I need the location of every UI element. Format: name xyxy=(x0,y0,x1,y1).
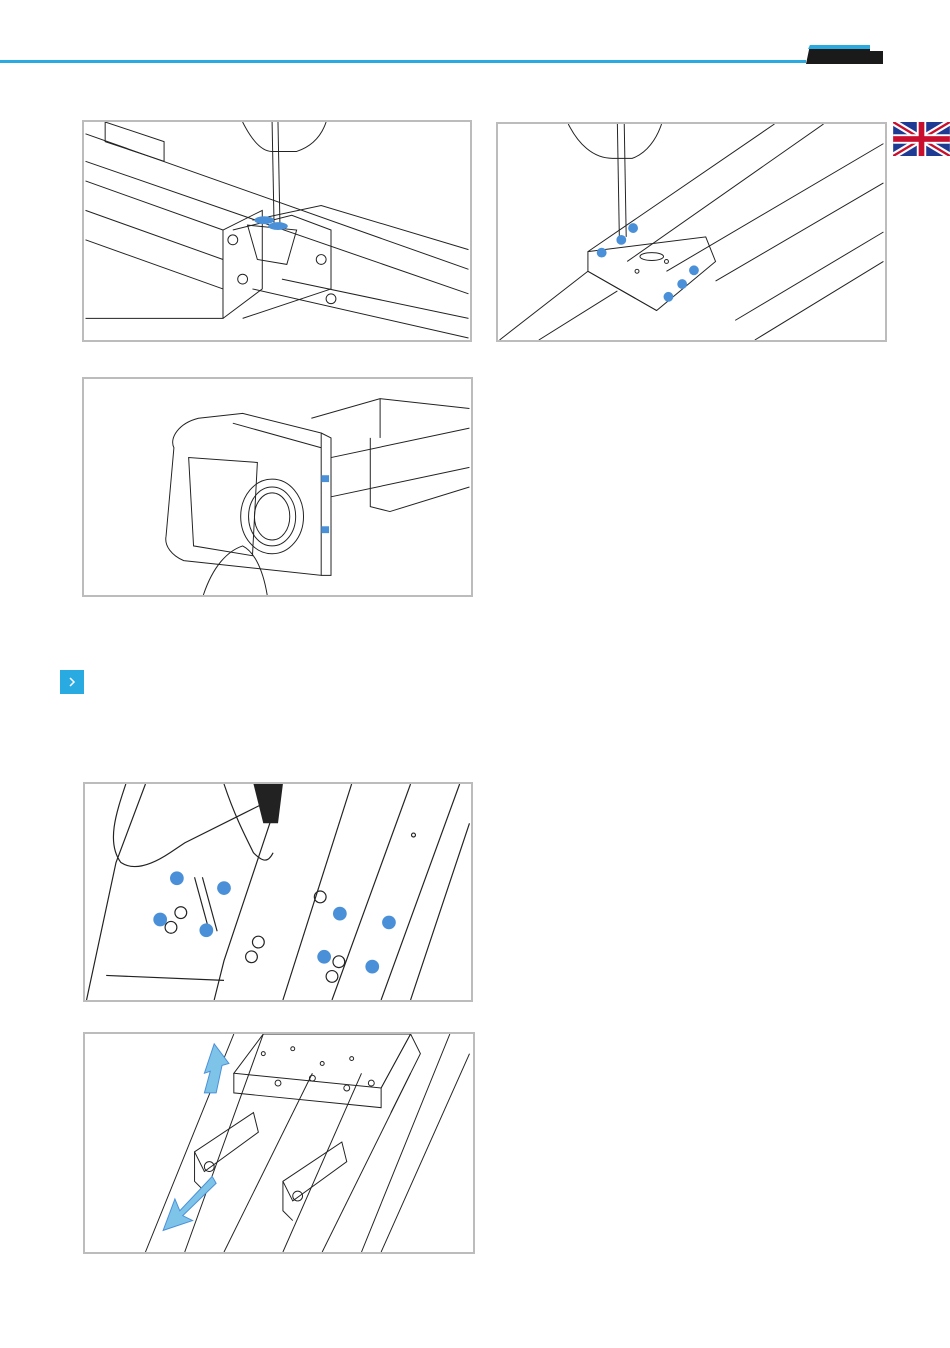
figure-carriage-plate-screws xyxy=(496,122,887,342)
header-tab xyxy=(806,45,883,64)
motor-icon xyxy=(84,379,471,595)
uk-flag-icon[interactable] xyxy=(893,122,950,156)
screwdriver-icon xyxy=(498,124,885,340)
figure-motor-mount xyxy=(82,377,473,597)
section-marker[interactable] xyxy=(60,670,84,694)
arrow-icon xyxy=(85,1034,473,1252)
figure-remove-carriage xyxy=(83,1032,475,1254)
figure-allen-key-plate xyxy=(83,782,473,1002)
allen-key-icon xyxy=(85,784,471,1000)
header-accent-line xyxy=(0,60,806,63)
screwdriver-icon xyxy=(84,122,470,340)
chevron-right-icon xyxy=(66,676,78,688)
figure-screwdriver-clamp xyxy=(82,120,472,342)
